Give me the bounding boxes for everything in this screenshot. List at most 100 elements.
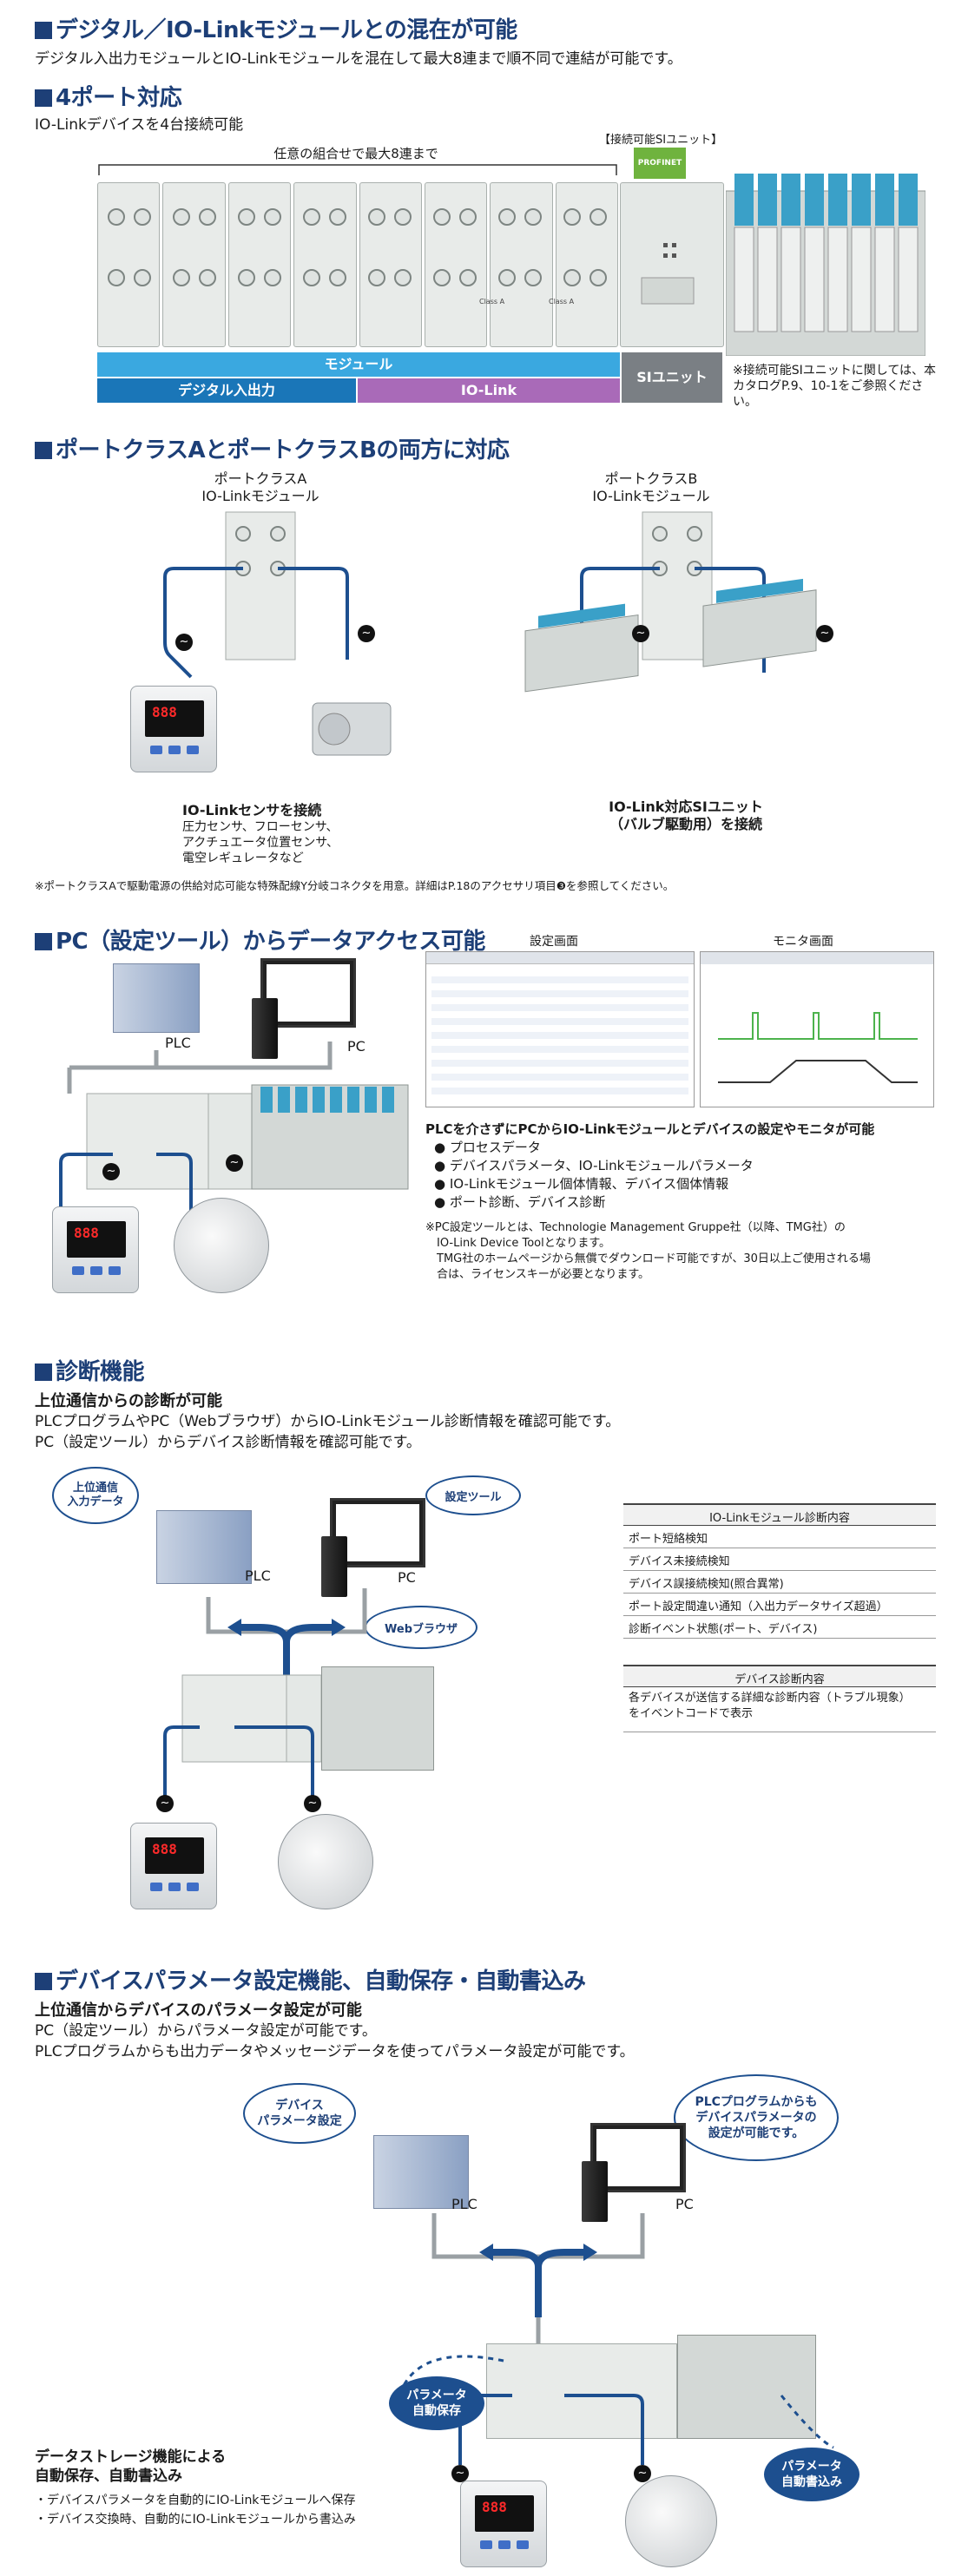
bullet-item: ● IO-Linkモジュール個体情報、デバイス個体情報 — [434, 1176, 729, 1192]
iolink-symbol-icon: ~ — [634, 2465, 651, 2482]
table-row: デバイス誤接続検知(照合異常) — [623, 1571, 936, 1594]
pc-tower-image — [252, 998, 278, 1059]
plc-image — [373, 2135, 469, 2209]
module-assembly — [486, 2343, 677, 2439]
diagnostics-cables — [163, 1725, 314, 1805]
bubble-auto-save: パラメータ 自動保存 — [389, 2376, 484, 2430]
bubble-plc-program: PLCプログラムからも デバイスパラメータの 設定が可能です。 — [674, 2074, 839, 2161]
port-class-note: ※ポートクラスAで駆動電源の供給対応可能な特殊配線Y分岐コネクタを用意。詳細はP… — [35, 879, 675, 892]
pc-monitor-image — [330, 1498, 425, 1567]
section-desc-4port: IO-Linkデバイスを4台接続可能 — [35, 116, 244, 134]
pc-access-bullets: ● プロセスデータ ● デバイスパラメータ、IO-Linkモジュールパラメータ … — [434, 1139, 754, 1212]
bubble-web-browser: Webブラウザ — [365, 1606, 478, 1649]
module — [555, 182, 618, 347]
module-class-label: Class A — [549, 298, 575, 306]
table-row: デバイス未接続検知 — [623, 1548, 936, 1571]
storage-items: ・デバイスパラメータを自動的にIO-Linkモジュールへ保存 ・デバイス交換時、… — [35, 2491, 356, 2529]
plc-image — [156, 1510, 252, 1584]
bracket-label: 任意の組合せで最大8連まで — [273, 146, 438, 161]
bracket — [98, 164, 617, 175]
section-title-diagnostics: 診断機能 — [35, 1354, 145, 1386]
pressure-sensor-image — [130, 686, 217, 772]
device-params-subtitle: 上位通信からデバイスのパラメータ設定が可能 — [35, 2001, 362, 2020]
diagnostics-desc-1: PLCプログラムやPC（Webブラウザ）からIO-Linkモジュール診断情報を確… — [35, 1413, 621, 1430]
flow-sensor-image — [174, 1198, 269, 1293]
storage-item: ・デバイス交換時、自動的にIO-Linkモジュールから書込み — [35, 2513, 356, 2527]
pc-tool-note: ※PC設定ツールとは、Technologie Management Gruppe… — [425, 1221, 871, 1281]
pressure-sensor-image — [460, 2481, 547, 2567]
si-connect-title: IO-Link対応SIユニット （バルブ駆動用）を接続 — [609, 798, 763, 832]
iolink-symbol-icon: ~ — [156, 1795, 174, 1812]
bullet-item: ● ポート診断、デバイス診断 — [434, 1194, 606, 1210]
bullet-item: ● プロセスデータ — [434, 1140, 541, 1155]
valve-manifold — [321, 1666, 434, 1771]
class-a-label: ポートクラスA IO-Linkモジュール — [201, 470, 319, 504]
port-class-diagram — [163, 511, 817, 756]
iolink-symbol-icon: ~ — [102, 1163, 120, 1180]
si-unit — [620, 182, 724, 347]
iolink-symbol-icon: ~ — [816, 625, 833, 642]
module-assembly — [97, 182, 618, 347]
sensor-connect-items: 圧力センサ、フローセンサ、 アクチュエータ位置センサ、 電空レギュレータなど — [182, 820, 339, 865]
monitor-screen-image — [700, 951, 934, 1107]
table-row: ポート設定間違い通知（入出力データサイズ超過） — [623, 1594, 936, 1616]
pc-label: PC — [347, 1038, 366, 1055]
iolink-symbol-icon: ~ — [226, 1154, 243, 1172]
device-diagnostics-table: デバイス診断内容 各デバイスが送信する詳細な診断内容（トラブル現象） をイベント… — [623, 1665, 936, 1732]
section-desc-mixing: デジタル入出力モジュールとIO-Linkモジュールを混在して最大8連まで順不同で… — [35, 50, 682, 68]
table-row: ポート短絡検知 — [623, 1526, 936, 1548]
bar-iolink: IO-Link — [358, 378, 620, 403]
iolink-symbol-icon: ~ — [358, 625, 375, 642]
device-params-desc-2: PLCプログラムからも出力データやメッセージデータを使ってパラメータ設定が可能で… — [35, 2043, 635, 2060]
section-title-mixing: デジタル／IO-Linkモジュールとの混在が可能 — [35, 12, 517, 44]
device-params-desc-1: PC（設定ツール）からパラメータ設定が可能です。 — [35, 2022, 377, 2040]
plc-label: PLC — [245, 1567, 271, 1584]
pc-access-lead: PLCを介さずにPCからIO-Linkモジュールとデバイスの設定やモニタが可能 — [425, 1121, 875, 1137]
plc-label: PLC — [451, 2196, 478, 2212]
table-row: 診断イベント状態(ポート、デバイス) — [623, 1616, 936, 1639]
module — [359, 182, 422, 347]
param-diagram — [431, 2213, 645, 2343]
setting-screen-label: 設定画面 — [530, 935, 578, 949]
table-header: IO-Linkモジュール診断内容 — [623, 1503, 936, 1526]
si-note: ※接続可能SIユニットに関しては、本カタログP.9、10-1をご参照ください。 — [733, 364, 937, 409]
bubble-auto-write: パラメータ 自動書込み — [764, 2448, 860, 2501]
iolink-symbol-icon: ~ — [304, 1795, 321, 1812]
module — [490, 182, 553, 347]
bar-module: モジュール — [97, 352, 620, 377]
module — [293, 182, 357, 347]
pressure-sensor-image — [130, 1823, 217, 1909]
sensor-connect-title: IO-Linkセンサを接続 — [182, 802, 322, 818]
pc-label: PC — [675, 2196, 694, 2212]
storage-title: データストレージ機能による 自動保存、自動書込み — [35, 2448, 227, 2485]
module-diagnostics-table: IO-Linkモジュール診断内容 ポート短絡検知 デバイス未接続検知 デバイス誤… — [623, 1503, 936, 1639]
class-b-label: ポートクラスB IO-Linkモジュール — [592, 470, 710, 504]
section-title-pc-access: PC（設定ツール）からデータアクセス可能 — [35, 923, 485, 956]
plc-image — [113, 963, 200, 1033]
diagnostics-diagram — [181, 1588, 367, 1763]
pc-label: PC — [398, 1569, 416, 1586]
bubble-device-param-setting: デバイス パラメータ設定 — [243, 2083, 356, 2144]
setting-screen-image — [425, 951, 695, 1107]
pressure-sensor-image — [52, 1206, 139, 1293]
pc-monitor-image — [260, 958, 356, 1028]
table-row: 各デバイスが送信する詳細な診断内容（トラブル現象） をイベントコードで表示 — [623, 1687, 936, 1732]
module-class-label: Class A — [479, 298, 505, 306]
storage-item: ・デバイスパラメータを自動的にIO-Linkモジュールへ保存 — [35, 2494, 356, 2507]
bubble-input-data: 上位通信 入力データ — [52, 1467, 139, 1524]
bubble-setting-tool: 設定ツール — [425, 1475, 521, 1515]
pc-tower-image — [582, 2161, 608, 2222]
flow-sensor-image — [278, 1814, 373, 1909]
module — [162, 182, 226, 347]
plc-label: PLC — [165, 1035, 191, 1051]
flow-sensor-image — [625, 2475, 717, 2567]
iolink-symbol-icon: ~ — [451, 2465, 469, 2482]
module — [424, 182, 488, 347]
section-title-port-class: ポートクラスAとポートクラスBの両方に対応 — [35, 432, 510, 464]
section-title-4port: 4ポート対応 — [35, 80, 182, 112]
diagnostics-desc-2: PC（設定ツール）からデバイス診断情報を確認可能です。 — [35, 1434, 421, 1451]
pc-tower-image — [321, 1536, 347, 1597]
bar-si-unit: SIユニット — [622, 352, 722, 403]
bullet-item: ● デバイスパラメータ、IO-Linkモジュールパラメータ — [434, 1158, 754, 1173]
si-compatible-label: 【接続可能SIユニット】 — [599, 134, 723, 147]
